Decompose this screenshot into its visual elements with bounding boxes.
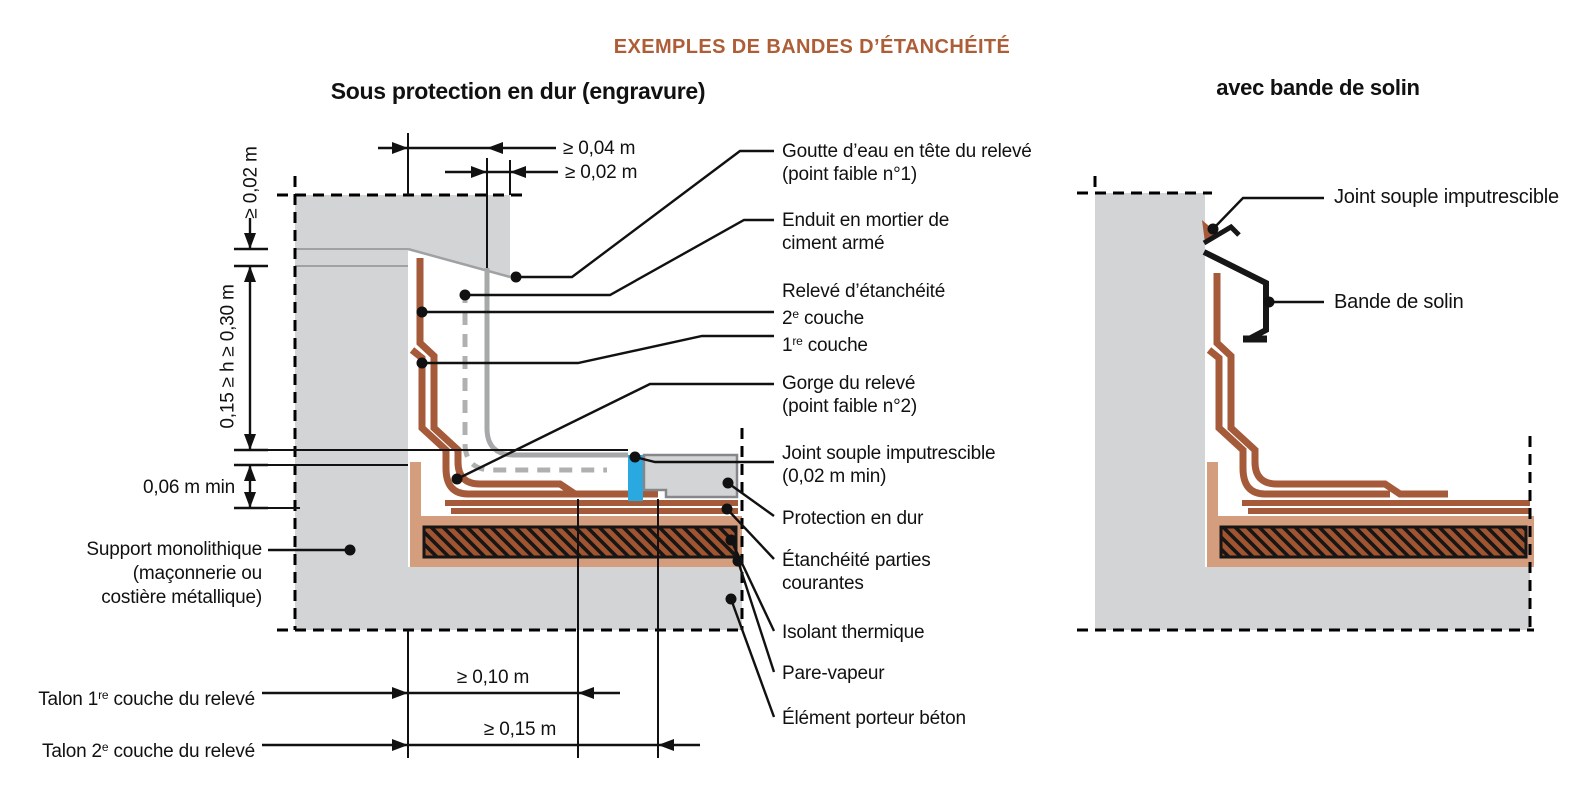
concrete-deck	[408, 567, 742, 630]
callout-lines	[1212, 196, 1324, 304]
label-upstand-layers: Relevé d’étanchéité 2e couche 1re couche	[782, 281, 946, 356]
dim-015: ≥ 0,15 m	[483, 719, 557, 740]
membrane-first-layer	[409, 347, 578, 498]
label-flexible-joint: Joint souple imputrescible (0,02 m min)	[782, 443, 996, 487]
section-cut-lines	[1077, 176, 1534, 632]
label-hard-protection: Protection en dur	[782, 508, 924, 529]
dim-004: ≥ 0,04 m	[563, 138, 636, 159]
engravure-overhang	[408, 195, 510, 277]
thermal-insulation	[1219, 525, 1528, 559]
right-diagram	[1077, 176, 1534, 632]
label-field-membrane: Étanchéité parties courantes	[782, 550, 931, 594]
label-talon-1: Talon 1re couche du relevé	[38, 688, 255, 710]
left-diagram	[234, 133, 776, 758]
dim-height: 0,15 ≥ h ≥ 0,30 m	[217, 284, 239, 429]
dimension-arrowheads	[244, 142, 674, 751]
label-render: Enduit en mortier de ciment armé	[782, 210, 950, 254]
concrete-deck	[1205, 567, 1530, 630]
label-right-joint: Joint souple imputrescible	[1334, 186, 1559, 208]
callout-lines	[268, 149, 776, 718]
label-right-flashing: Bande de solin	[1334, 291, 1464, 313]
engravure-slope-edge	[407, 247, 511, 279]
section-cut-lines	[277, 176, 744, 632]
callout-dots	[1207, 223, 1275, 308]
membrane-first-layer	[1206, 347, 1390, 498]
vapour-barrier-upstand	[1207, 462, 1218, 567]
flashing-top-hook	[1202, 223, 1241, 246]
hard-protection-slab	[642, 453, 739, 499]
cement-render	[484, 268, 628, 458]
thermal-insulation	[422, 525, 738, 559]
dim-010: ≥ 0,10 m	[456, 667, 530, 688]
right-diagram-title: avec bande de solin	[1216, 75, 1420, 100]
page-title: EXEMPLES DE BANDES D’ÉTANCHÉITÉ	[613, 36, 1011, 58]
label-structural-deck: Élément porteur béton	[782, 708, 966, 729]
label-vapour-barrier: Pare-vapeur	[782, 663, 885, 684]
support-wall	[1095, 193, 1205, 630]
flashing-band	[1202, 249, 1269, 342]
membrane-second-layer	[1213, 273, 1448, 498]
vapour-barrier-upstand	[410, 462, 421, 567]
membrane-second-layer	[416, 258, 658, 498]
label-drip-edge: Goutte d’eau en tête du relevé (point fa…	[782, 141, 1032, 185]
label-talon-2: Talon 2e couche du relevé	[42, 740, 255, 762]
label-gorge: Gorge du relevé (point faible n°2)	[782, 373, 917, 417]
flexible-joint	[628, 455, 643, 501]
dim-002-top: ≥ 0,02 m	[565, 162, 638, 183]
label-support: Support monolithique (maçonnerie ou cost…	[86, 539, 262, 608]
left-diagram-title: Sous protection en dur (engravure)	[330, 78, 706, 104]
dim-002-left: ≥ 0,02 m	[240, 146, 262, 219]
label-insulation: Isolant thermique	[782, 622, 925, 643]
callout-dots	[344, 271, 744, 605]
dim-006: 0,06 m min	[143, 477, 235, 498]
support-wall	[295, 195, 408, 630]
